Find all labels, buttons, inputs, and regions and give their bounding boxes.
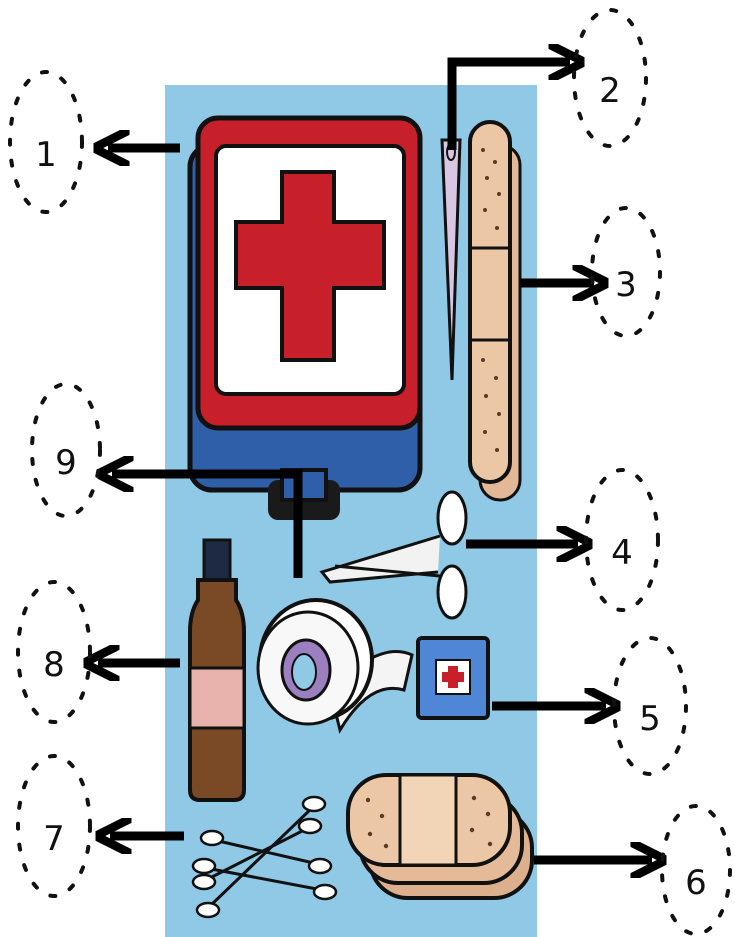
first-aid-kit-icon — [190, 118, 420, 520]
label-number-1: 1 — [35, 135, 57, 175]
label-number-6: 6 — [685, 863, 707, 903]
bandage-strip-icon — [470, 122, 520, 500]
medicine-bottle-icon — [190, 540, 244, 800]
label-number-7: 7 — [43, 819, 65, 859]
adhesive-bandages-icon — [348, 775, 532, 898]
label-number-9: 9 — [55, 443, 77, 483]
label-number-3: 3 — [615, 265, 637, 305]
label-number-5: 5 — [639, 699, 661, 739]
label-number-8: 8 — [43, 645, 65, 685]
label-number-4: 4 — [611, 533, 633, 573]
antiseptic-wipe-icon — [418, 638, 488, 718]
label-number-2: 2 — [599, 71, 621, 111]
